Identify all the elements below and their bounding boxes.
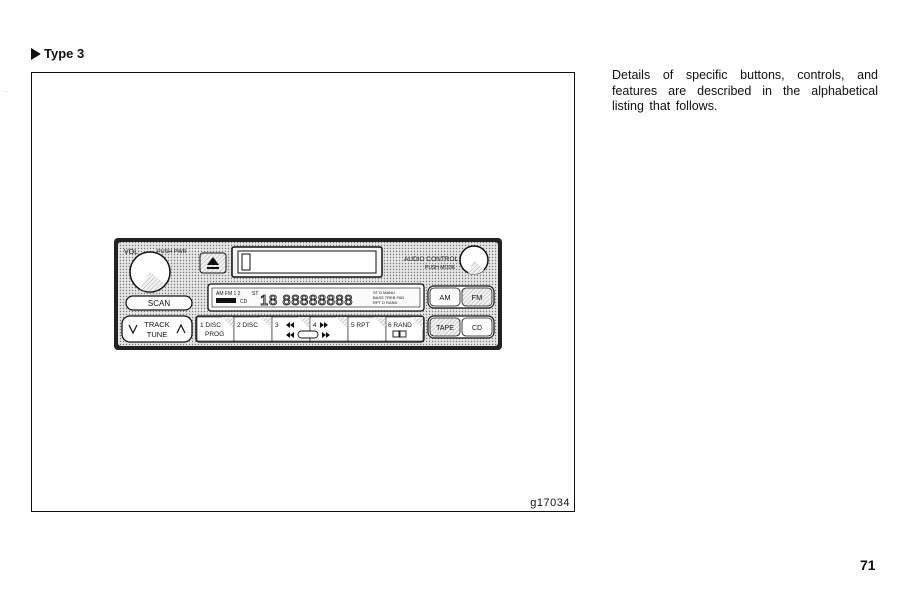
preset-3-top-label: 3 [275,322,279,329]
vol-label: VOL [124,249,138,256]
display-repeat-indicator: RPT D RAND [373,300,397,305]
fm-button[interactable] [461,287,493,307]
preset-5-top-label: 5 RPT [351,322,369,329]
track-label: TRACK [144,320,169,329]
display-screen [211,287,421,308]
audio-control-knob-shading [468,260,484,275]
tape-label: TAPE [436,325,454,332]
preset-1-bottom-label: PROG [205,331,224,338]
tape-button[interactable] [429,317,461,337]
random-icon-right [398,330,407,338]
preset-2-top-label: 2 DISC [237,322,258,329]
eject-icon [207,257,219,265]
preset-button-5[interactable] [347,316,387,342]
rewind-icon-lower [286,332,294,338]
track-tune-rocker[interactable] [121,315,193,343]
display-digits: 18 88888888 [260,292,353,309]
preset-6-top-label: 6 RAND [388,322,412,329]
eject-icon-bar [207,267,219,269]
tune-label: TUNE [147,330,167,339]
preset-1-top-label: 1 DISC [200,322,221,329]
track-down-chevron-icon [128,324,138,335]
preset-4-top-label: 4 [313,322,317,329]
audio-control-label: AUDIO CONTROL [404,256,459,263]
am-label: AM [439,293,450,302]
display-bar-indicator [216,298,236,303]
am-button[interactable] [429,287,461,307]
figure-code: g17034 [530,497,570,509]
cassette-slot [237,250,377,274]
cd-button[interactable] [461,317,493,337]
volume-knob-shading [140,272,165,292]
rewind-icon [286,322,294,328]
cassette-window [241,253,251,271]
display-tone-indicator: BASS TREB FAD [373,295,404,300]
figure-frame: VOL PUSH PWR AUDIO CONTROL PUSH MODE SCA… [31,72,575,512]
scan-label: SCAN [148,299,170,308]
radio-illustration: VOL PUSH PWR AUDIO CONTROL PUSH MODE SCA… [114,238,502,350]
preset-button-1[interactable] [196,316,235,342]
random-icon-left [392,330,401,338]
preset-button-2[interactable] [233,316,273,342]
scan-button[interactable] [125,295,193,311]
display-mode-indicator: ST D MANU [373,290,395,295]
cd-label: CD [472,325,482,332]
display-st-indicator: ST [252,291,258,297]
scan-speck: ` [5,92,7,98]
pwr-label: PUSH PWR [157,249,187,255]
display-band-indicator: AM FM 1 2 [216,291,241,297]
track-up-chevron-icon [176,323,186,334]
fast-forward-icon-lower [322,332,330,338]
display-cd-indicator: CD [240,299,248,305]
triangle-marker-icon [31,47,41,60]
section-heading: Type 3 [31,46,84,61]
program-switch-icon [297,330,319,339]
side-paragraph: Details of specific buttons, controls, a… [612,68,878,113]
audio-control-sub-label: PUSH MODE [425,265,456,271]
section-heading-text: Type 3 [44,46,85,61]
fast-forward-icon [320,322,328,328]
fm-label: FM [472,293,483,302]
page-number: 71 [860,557,876,573]
